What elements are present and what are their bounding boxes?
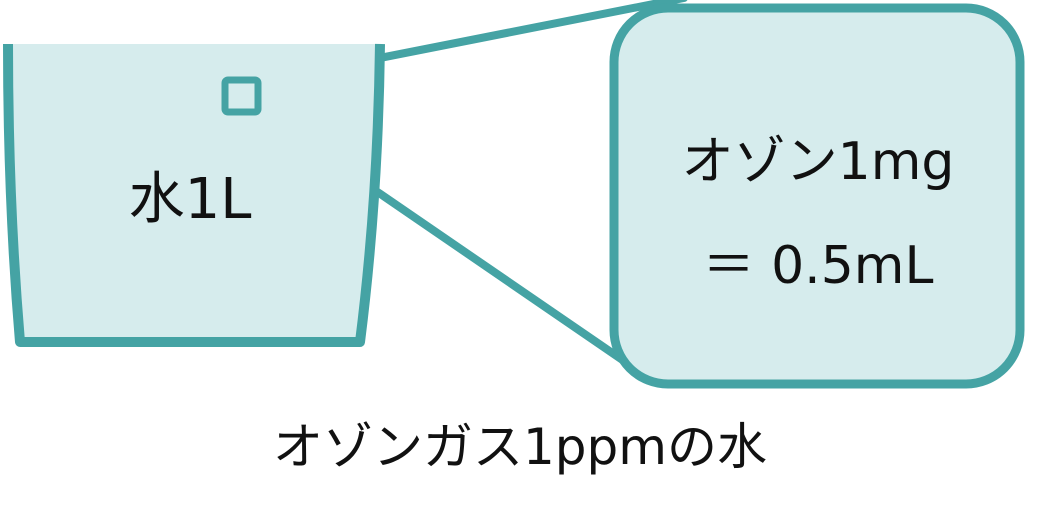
cup-label: 水1L bbox=[128, 167, 252, 232]
sample-square bbox=[221, 76, 262, 116]
water-cup bbox=[3, 43, 385, 347]
zoom-box bbox=[609, 3, 1025, 389]
diagram-caption: オゾンガス1ppmの水 bbox=[273, 418, 767, 476]
zoom-box-line-1: オゾン1mg bbox=[681, 132, 955, 192]
zoom-box-line-2: ＝ 0.5mL bbox=[702, 236, 934, 296]
